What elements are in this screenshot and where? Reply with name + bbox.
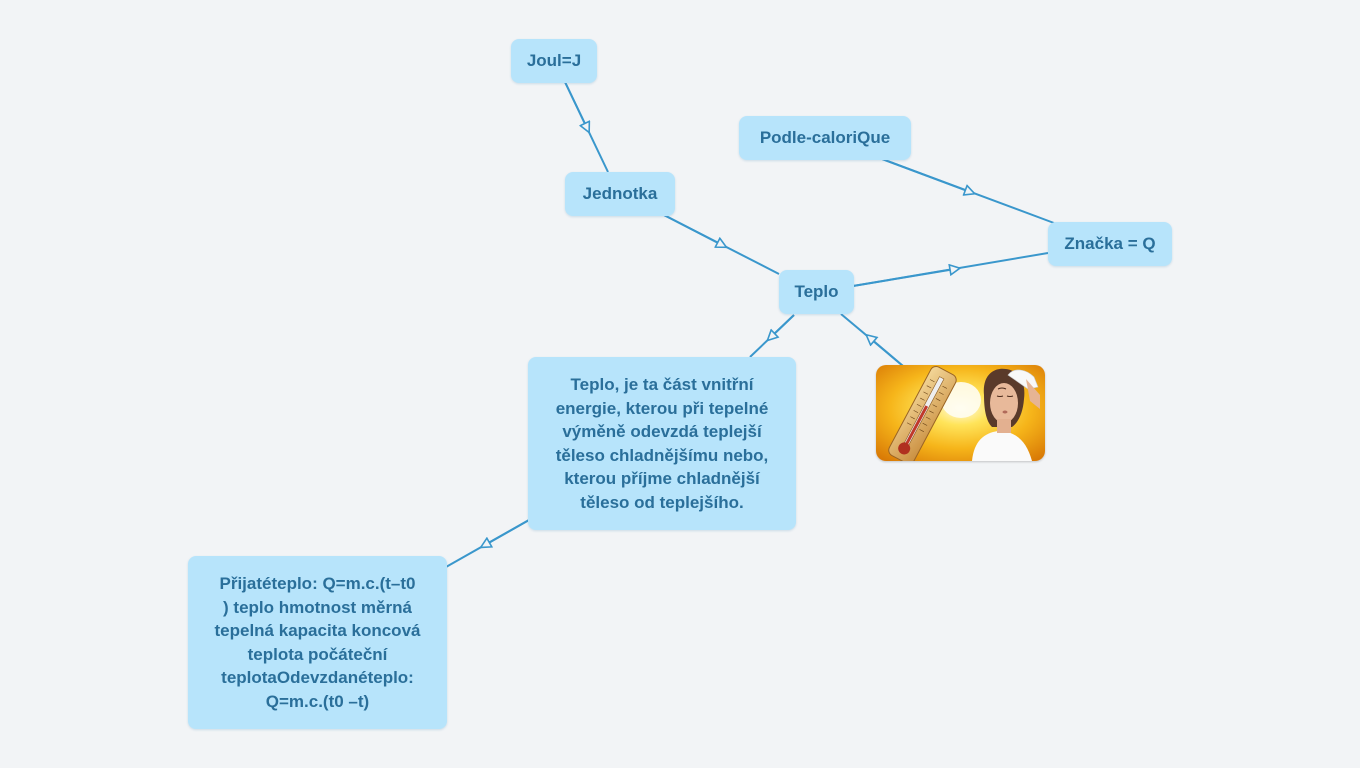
definice-line: těleso od teplejšího. bbox=[580, 492, 744, 512]
node-vzorce[interactable]: Přijatéteplo: Q=m.c.(t–t0 ) teplo hmotno… bbox=[188, 556, 447, 729]
vzorce-line: teplota počáteční bbox=[247, 644, 388, 664]
edge-definice-vzorce bbox=[445, 519, 530, 568]
vzorce-line: ) teplo hmotnost měrná bbox=[223, 597, 412, 617]
vzorce-line: Q=m.c.(t0 –t) bbox=[265, 691, 370, 711]
vzorce-line: Přijatéteplo: Q=m.c.(t–t0 bbox=[219, 574, 416, 593]
node-definice[interactable]: Teplo, je ta část vnitřní energie, ktero… bbox=[528, 357, 796, 530]
node-joul-label: Joul=J bbox=[526, 51, 582, 70]
node-root-teplo[interactable]: Teplo bbox=[779, 270, 854, 314]
definice-line: Teplo, je ta část vnitřní bbox=[570, 375, 754, 394]
edge-image-teplo bbox=[840, 313, 904, 367]
node-jednotka-label: Jednotka bbox=[582, 184, 658, 203]
node-podle-label: Podle-caloriQue bbox=[759, 128, 891, 147]
edge-teplo-definice bbox=[749, 314, 795, 358]
vzorce-line: tepelná kapacita koncová bbox=[214, 621, 421, 640]
node-jednotka[interactable]: Jednotka bbox=[565, 172, 675, 216]
heat-image-icon bbox=[876, 365, 1045, 461]
edge-teplo-znacka bbox=[852, 252, 1049, 287]
edge-jednotka-teplo bbox=[661, 213, 780, 275]
node-root-label: Teplo bbox=[794, 282, 839, 301]
definice-line: těleso chladnějšímu nebo, bbox=[555, 445, 769, 465]
node-znacka[interactable]: Značka = Q bbox=[1048, 222, 1172, 266]
definice-line: výměně odevzdá teplejší bbox=[562, 422, 762, 441]
definice-line: energie, kterou při tepelné bbox=[555, 398, 769, 418]
vzorce-line: teplotaOdevzdanéteplo: bbox=[221, 668, 414, 687]
edge-podle-znacka bbox=[881, 158, 1055, 224]
node-image-heat[interactable] bbox=[876, 365, 1045, 461]
node-joul[interactable]: Joul=J bbox=[511, 39, 597, 83]
node-znacka-label: Značka = Q bbox=[1064, 234, 1156, 253]
definice-line: kterou příjme chladnější bbox=[564, 469, 760, 488]
node-podle-calorique[interactable]: Podle-caloriQue bbox=[739, 116, 911, 160]
edge-joul-jednotka bbox=[564, 81, 609, 173]
